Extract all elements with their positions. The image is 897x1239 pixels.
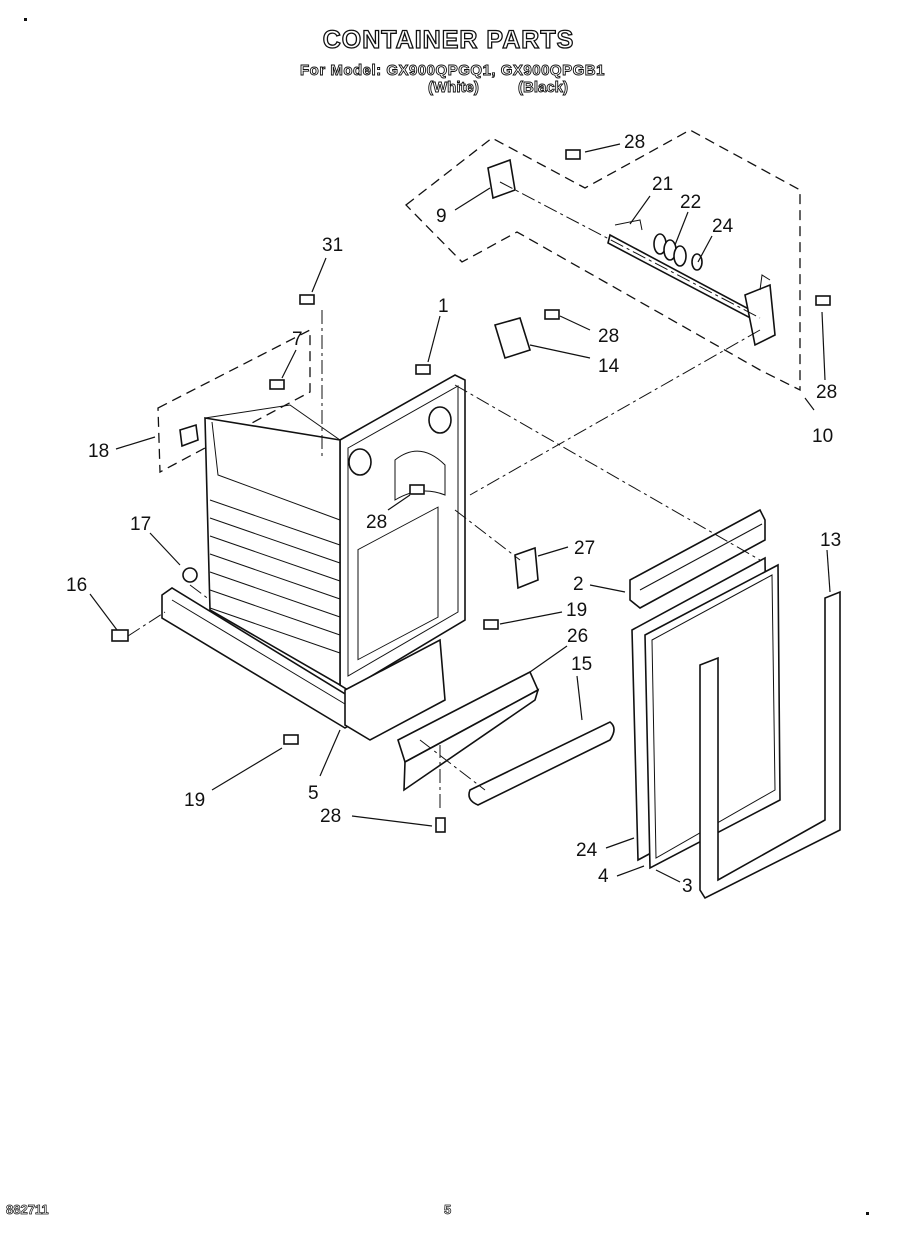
callout-27: 26 bbox=[567, 626, 588, 647]
callout-16: 16 bbox=[66, 575, 87, 596]
group-outline-18 bbox=[157, 328, 311, 474]
callout-18: 18 bbox=[88, 441, 109, 462]
scan-mark bbox=[24, 18, 27, 21]
variant-black: (Black) bbox=[518, 79, 569, 97]
callout-3: 3 bbox=[682, 876, 693, 897]
callout-labels: 28 9 21 22 24 28 10 31 7 18 1 28 14 28 2… bbox=[66, 132, 841, 897]
callout-24: 24 bbox=[576, 840, 598, 861]
page-number: 5 bbox=[444, 1202, 452, 1218]
callout-31: 31 bbox=[322, 235, 343, 256]
lower-bracket bbox=[344, 638, 446, 741]
knob-18 bbox=[179, 423, 199, 448]
callout-7: 7 bbox=[292, 329, 303, 350]
callout-28: 28 bbox=[816, 382, 837, 403]
callout-9: 9 bbox=[436, 206, 447, 227]
door-frame-13 bbox=[699, 590, 841, 900]
doc-number: 882711 bbox=[6, 1202, 49, 1218]
clip-26 bbox=[514, 546, 539, 590]
callout-13: 13 bbox=[820, 530, 841, 551]
callout-2: 2 bbox=[573, 574, 584, 595]
container-ribs bbox=[209, 499, 341, 654]
callout-22: 24 bbox=[712, 216, 734, 237]
hinge-bracket-9 bbox=[487, 158, 516, 200]
callout-19: 19 bbox=[184, 790, 205, 811]
bracket-15 bbox=[493, 317, 532, 360]
callout-17: 17 bbox=[130, 514, 151, 535]
callout-14: 15 bbox=[571, 654, 592, 675]
callout-15: 14 bbox=[598, 356, 620, 377]
group-outline-9-10 bbox=[405, 129, 801, 392]
container-cabinet bbox=[204, 374, 466, 691]
callout-28: 28 bbox=[624, 132, 645, 153]
callout-10: 10 bbox=[812, 426, 833, 447]
scan-mark bbox=[866, 1212, 869, 1215]
callout-28: 28 bbox=[598, 326, 619, 347]
callout-19: 19 bbox=[566, 600, 587, 621]
handle-14 bbox=[468, 721, 615, 806]
callout-5: 5 bbox=[308, 783, 319, 804]
leader-lines bbox=[89, 143, 831, 883]
page-title: CONTAINER PARTS bbox=[322, 25, 575, 54]
callout-26: 27 bbox=[574, 538, 595, 559]
hinge-rod-assembly bbox=[607, 219, 776, 347]
callout-20: 21 bbox=[652, 174, 673, 195]
model-line: For Model: GX900QPGQ1, GX900QPGB1 bbox=[300, 62, 605, 80]
callout-4: 4 bbox=[598, 866, 609, 887]
callout-21: 22 bbox=[680, 192, 701, 213]
nut-17 bbox=[182, 567, 198, 583]
variant-white: (White) bbox=[428, 79, 480, 97]
callout-28: 28 bbox=[366, 512, 387, 533]
callout-1: 1 bbox=[438, 296, 449, 317]
callout-28: 28 bbox=[320, 806, 341, 827]
